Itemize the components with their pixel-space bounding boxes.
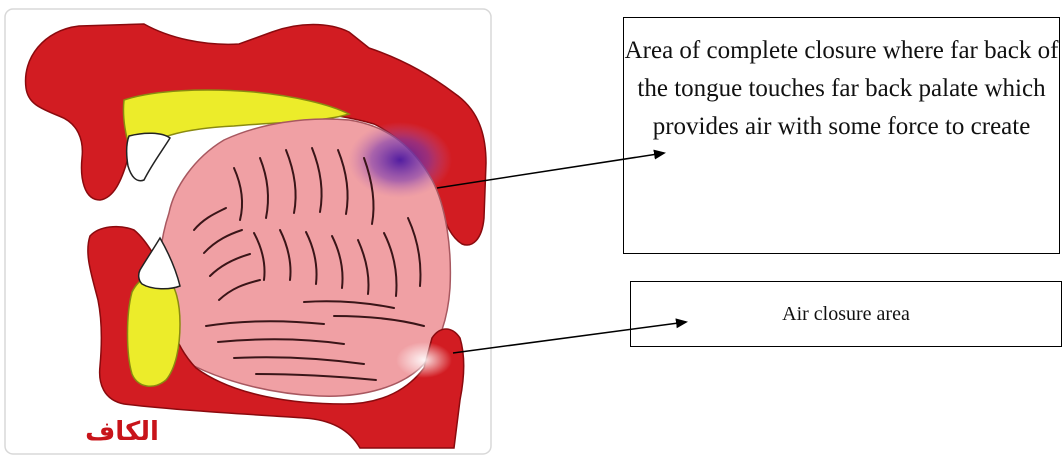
air-leader-arrow	[453, 322, 686, 353]
closure-leader-arrow	[437, 153, 664, 188]
